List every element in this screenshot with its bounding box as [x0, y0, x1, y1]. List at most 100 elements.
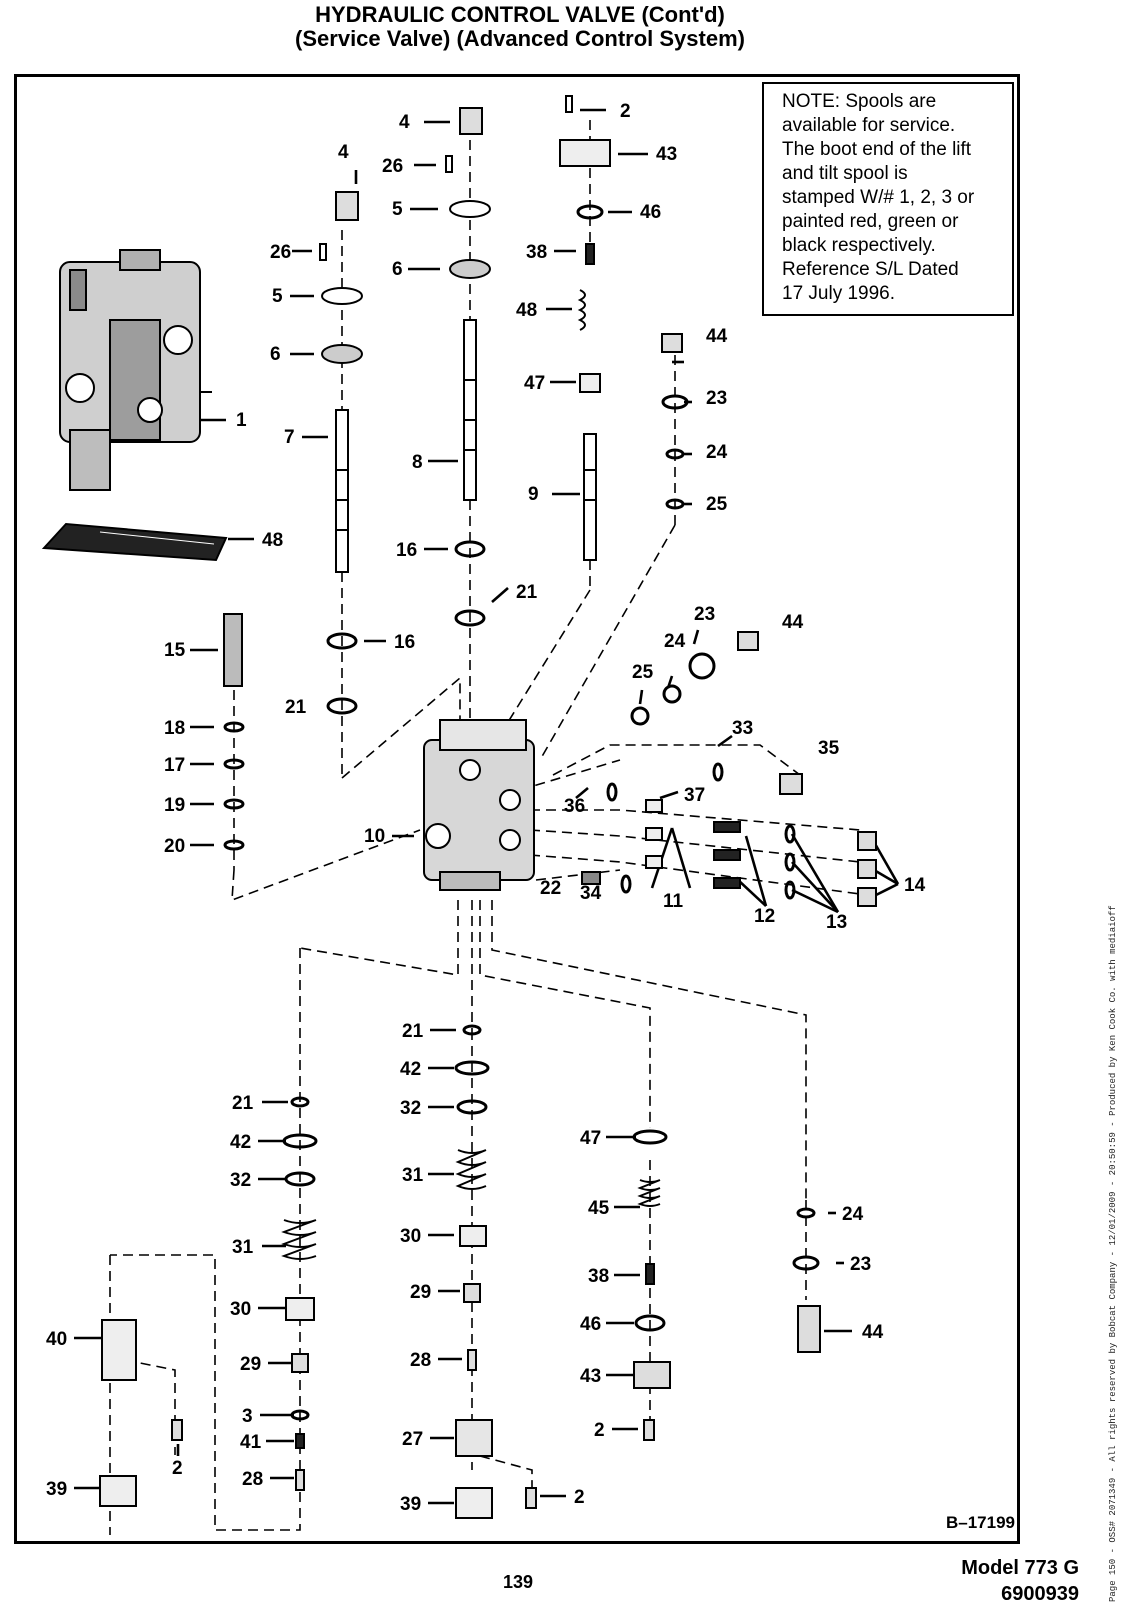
- bolts: [319, 95, 573, 261]
- callout-25: 25: [632, 662, 654, 683]
- callout-35: 35: [818, 738, 840, 759]
- callout-3: 3: [242, 1406, 253, 1427]
- callout-30: 30: [400, 1226, 421, 1247]
- callout-27: 27: [402, 1429, 423, 1450]
- side-print: Page 150 - OSS# 2071349 - All rights res…: [1108, 905, 1118, 1602]
- callout-18: 18: [164, 718, 185, 739]
- callout-43: 43: [656, 144, 677, 165]
- spool-7: [335, 409, 349, 573]
- callout-5: 5: [392, 199, 403, 220]
- note-line: The boot end of the lift: [782, 139, 972, 160]
- note-line: available for service.: [782, 115, 956, 136]
- part-number: 6900939: [1001, 1583, 1079, 1605]
- plug-44: [661, 333, 683, 353]
- callout-2: 2: [172, 1458, 183, 1479]
- callout-42: 42: [230, 1132, 251, 1153]
- callout-13: 13: [826, 912, 847, 933]
- callout-11: 11: [663, 891, 684, 912]
- parts: [41, 95, 877, 1519]
- page-subtitle: (Service Valve) (Advanced Control System…: [295, 26, 745, 51]
- model-name: Model 773 G: [961, 1557, 1079, 1579]
- callout-36: 36: [564, 796, 585, 817]
- callout-2: 2: [594, 1420, 605, 1441]
- callout-2: 2: [574, 1487, 585, 1508]
- page-number: 139: [503, 1572, 534, 1592]
- callout-45: 45: [588, 1198, 610, 1219]
- callout-43: 43: [580, 1366, 601, 1387]
- callout-19: 19: [164, 795, 185, 816]
- callout-24: 24: [842, 1204, 864, 1225]
- callout-28: 28: [410, 1350, 431, 1371]
- callout-32: 32: [400, 1098, 421, 1119]
- diagram-frame: [14, 74, 1020, 1544]
- callout-42: 42: [400, 1059, 421, 1080]
- valve-body: [423, 719, 535, 891]
- callout-30: 30: [230, 1299, 251, 1320]
- plates: [321, 200, 491, 364]
- callout-38: 38: [588, 1266, 609, 1287]
- callout-24: 24: [664, 631, 686, 652]
- callout-23: 23: [706, 388, 727, 409]
- callout-16: 16: [394, 632, 415, 653]
- callout-7: 7: [284, 427, 295, 448]
- callout-8: 8: [412, 452, 423, 473]
- callout-2: 2: [620, 101, 631, 122]
- callout-47: 47: [580, 1128, 601, 1149]
- callout-16: 16: [396, 540, 417, 561]
- callout-47: 47: [524, 373, 545, 394]
- note-line: stamped W/# 1, 2, 3 or: [782, 187, 975, 208]
- callout-29: 29: [410, 1282, 431, 1303]
- callout-41: 41: [240, 1432, 262, 1453]
- callout-26: 26: [382, 156, 403, 177]
- callout-24: 24: [706, 442, 728, 463]
- callout-9: 9: [528, 484, 539, 505]
- callout-14: 14: [904, 875, 926, 896]
- callout-39: 39: [46, 1479, 67, 1500]
- note-line: black respectively.: [782, 235, 936, 256]
- callout-21: 21: [232, 1093, 254, 1114]
- callout-21: 21: [285, 697, 307, 718]
- callout-34: 34: [580, 883, 602, 904]
- caps: [335, 107, 611, 221]
- callout-26: 26: [270, 242, 291, 263]
- callout-15: 15: [164, 640, 186, 661]
- figure-id: B–17199: [945, 1513, 1015, 1532]
- leader-lines: [74, 108, 900, 1505]
- callout-21: 21: [516, 582, 538, 603]
- callout-44: 44: [782, 612, 804, 633]
- callout-20: 20: [164, 836, 185, 857]
- lower-stack-center: [455, 1149, 537, 1519]
- callout-23: 23: [850, 1254, 871, 1275]
- callout-29: 29: [240, 1354, 261, 1375]
- callout-23: 23: [694, 604, 715, 625]
- callout-38: 38: [526, 242, 547, 263]
- callout-4: 4: [338, 142, 349, 163]
- callout-46: 46: [580, 1314, 601, 1335]
- poppets-11: [581, 799, 663, 885]
- callout-44: 44: [706, 326, 728, 347]
- page-title: HYDRAULIC CONTROL VALVE (Cont'd): [315, 2, 725, 27]
- note-line: Reference S/L Dated: [782, 259, 959, 280]
- spool-9: [583, 433, 597, 561]
- callout-22: 22: [540, 878, 561, 899]
- service-note: NOTE: Spools are available for service. Th…: [762, 82, 1014, 316]
- callout-17: 17: [164, 755, 185, 776]
- callout-40: 40: [46, 1329, 67, 1350]
- valve-assembly-illustration: [59, 249, 212, 491]
- callout-12: 12: [754, 906, 775, 927]
- callout-21: 21: [402, 1021, 424, 1042]
- callout-39: 39: [400, 1494, 421, 1515]
- callout-46: 46: [640, 202, 661, 223]
- callout-31: 31: [232, 1237, 254, 1258]
- callout-48: 48: [262, 530, 283, 551]
- callout-48: 48: [516, 300, 537, 321]
- note-line: 17 July 1996.: [782, 283, 896, 304]
- callout-4: 4: [399, 112, 410, 133]
- callout-6: 6: [270, 344, 281, 365]
- callout-1: 1: [236, 410, 247, 431]
- springs-12: [713, 821, 741, 889]
- note-line: NOTE: Spools are: [782, 91, 937, 112]
- callout-32: 32: [230, 1170, 251, 1191]
- callout-44: 44: [862, 1322, 884, 1343]
